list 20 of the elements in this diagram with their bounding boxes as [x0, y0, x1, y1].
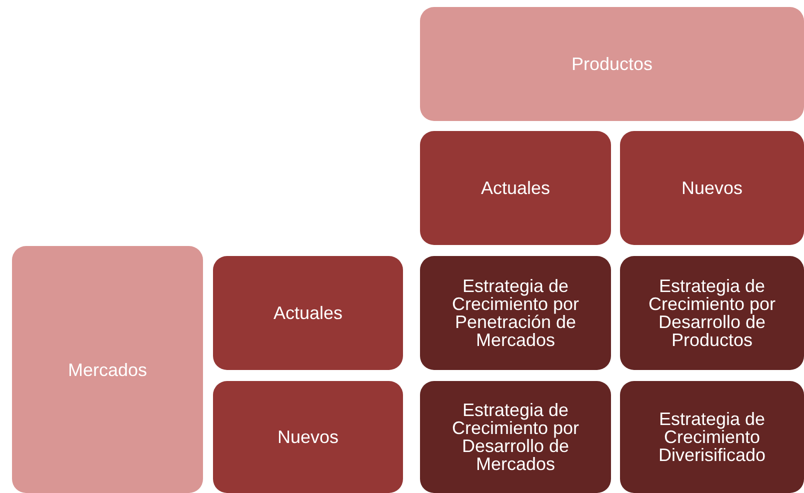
box-label: Actuales — [273, 304, 343, 322]
strategy-box — [420, 256, 611, 370]
category-box — [213, 256, 403, 370]
box-label: Estrategia de Crecimiento Diverisificado — [657, 410, 767, 464]
box-label: Productos — [571, 55, 653, 73]
category-box — [620, 131, 804, 245]
strategy-box — [420, 381, 611, 493]
category-box — [420, 131, 611, 245]
box-label: Nuevos — [277, 428, 339, 446]
header-box — [420, 7, 804, 121]
header-box — [12, 246, 203, 493]
category-box — [213, 381, 403, 493]
strategy-box — [620, 256, 804, 370]
box-label: Estrategia de Crecimiento por Desarrollo de Productos — [647, 277, 777, 349]
box-label: Estrategia de Crecimiento por Desarrollo de Mercados — [450, 401, 580, 473]
box-label: Mercados — [68, 360, 148, 378]
box-label: Actuales — [480, 179, 550, 197]
box-label: Estrategia de Crecimiento por Penetración de Mercados — [450, 277, 580, 349]
box-label: Nuevos — [681, 179, 743, 197]
strategy-box — [620, 381, 804, 493]
